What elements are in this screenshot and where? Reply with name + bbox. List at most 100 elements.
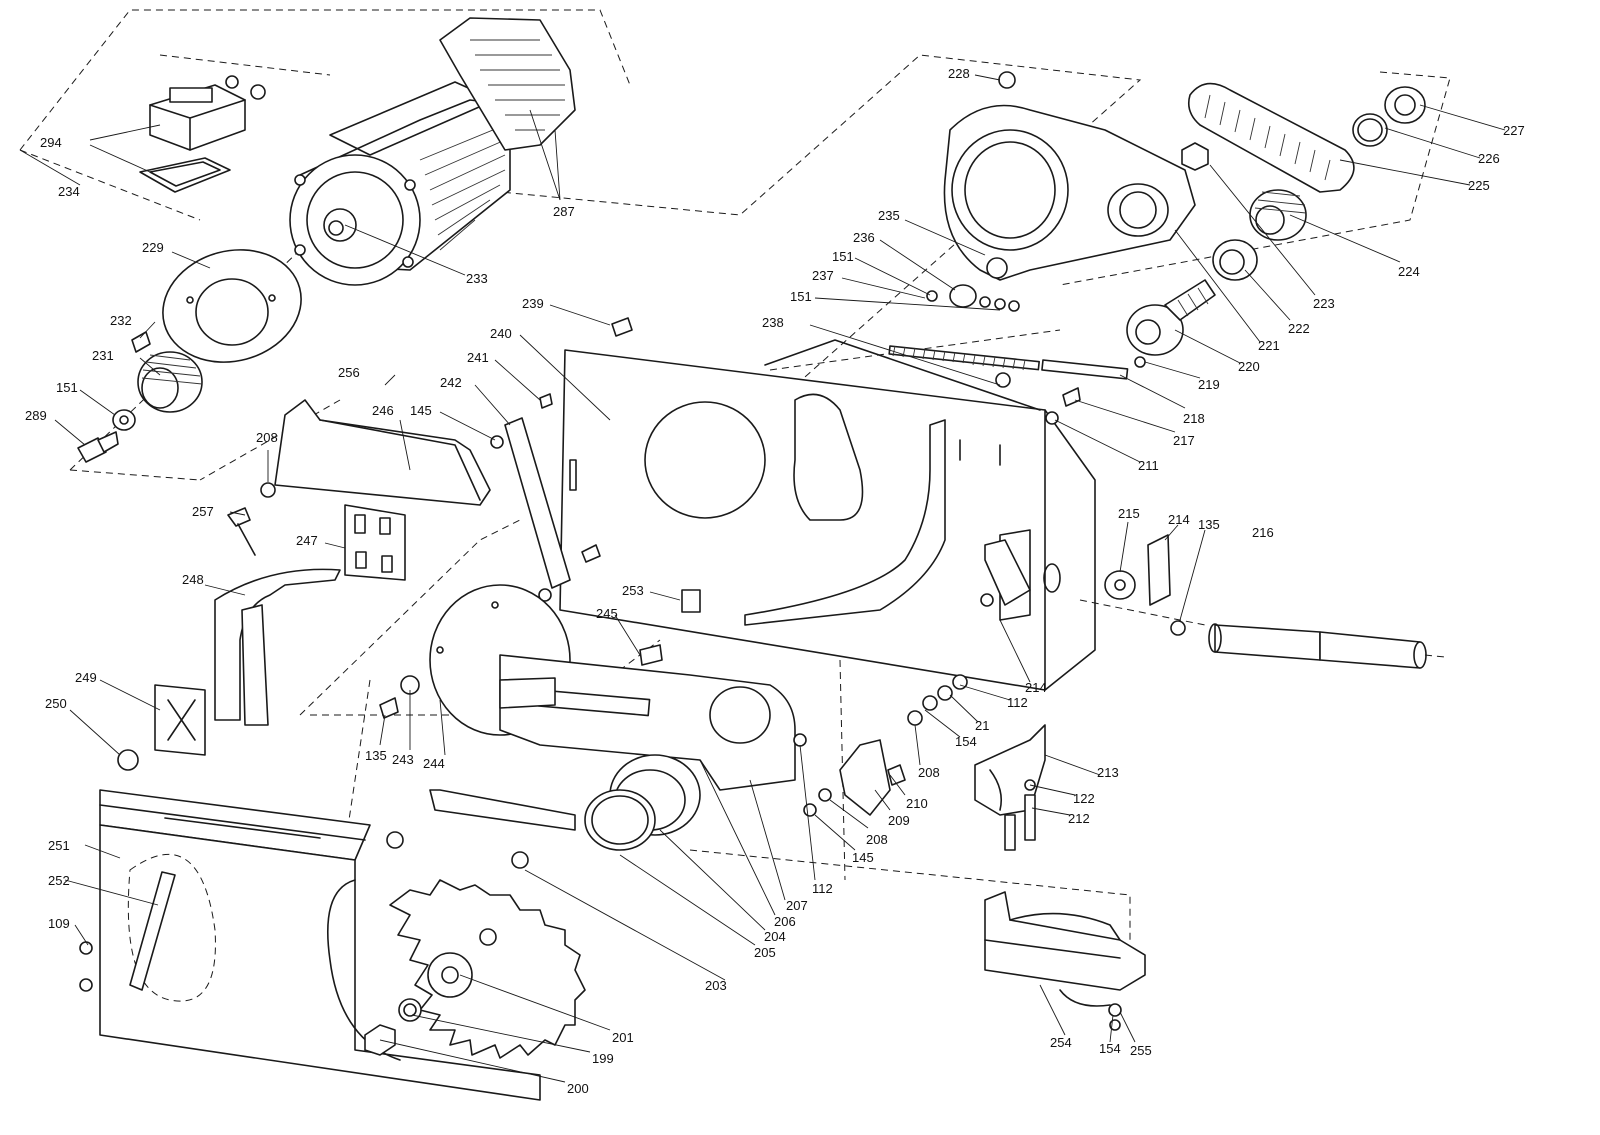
guard-group-outline [689, 849, 1131, 940]
callout-231: 231 [92, 348, 114, 363]
callout-217: 217 [1173, 433, 1195, 448]
callout-135-left: 135 [365, 748, 387, 763]
callout-112-right: 112 [1007, 695, 1028, 710]
nut-223 [1181, 142, 1209, 171]
callout-228: 228 [948, 66, 970, 81]
callout-219: 219 [1198, 377, 1220, 392]
callout-245: 245 [596, 606, 618, 621]
callout-200: 200 [567, 1081, 589, 1096]
callout-255: 255 [1130, 1043, 1152, 1058]
callout-294: 294 [40, 135, 62, 150]
callout-237: 237 [812, 268, 834, 283]
callout-212: 212 [1068, 811, 1090, 826]
spacer-215 [1104, 570, 1136, 600]
callout-246: 246 [372, 403, 394, 418]
callout-145-lower: 145 [852, 850, 874, 865]
base-bracket [984, 891, 1146, 1031]
arbor-washers [364, 998, 422, 1056]
bolt-217 [1045, 387, 1081, 425]
link-bar-204 [386, 733, 807, 869]
leader-lines [19, 74, 1506, 1083]
callout-239: 239 [522, 296, 544, 311]
motor-flange [162, 249, 302, 363]
callout-226: 226 [1478, 151, 1500, 166]
callout-151-left: 151 [56, 380, 78, 395]
guard-clamp [117, 684, 206, 771]
callout-241: 241 [467, 350, 489, 365]
callout-242: 242 [440, 375, 462, 390]
callout-223: 223 [1313, 296, 1335, 311]
callout-221: 221 [1258, 338, 1280, 353]
callout-151-upper: 151 [832, 249, 854, 264]
saw-blade [389, 879, 586, 1059]
callout-289: 289 [25, 408, 47, 423]
belt-group-outline [1059, 71, 1451, 286]
callout-151-mid: 151 [790, 289, 812, 304]
tilt-arm-242 [504, 417, 571, 602]
callout-154-lower: 154 [1099, 1041, 1121, 1056]
main-frame [559, 339, 1096, 691]
callout-21: 21 [975, 718, 989, 733]
frame-hardware [490, 317, 701, 613]
switch-box [149, 75, 266, 151]
tube-rail [1079, 599, 1446, 669]
spindle-220 [1126, 279, 1216, 368]
pulley-224 [1249, 189, 1307, 241]
ring-222 [1212, 239, 1258, 281]
callout-215: 215 [1118, 506, 1140, 521]
callout-211: 211 [1138, 458, 1159, 473]
callout-224: 224 [1398, 264, 1420, 279]
bracket-213 [974, 724, 1046, 816]
lever-257 [227, 507, 256, 556]
callout-234: 234 [58, 184, 80, 199]
callout-216: 216 [1252, 525, 1274, 540]
callout-204: 204 [764, 929, 786, 944]
callout-208-upper: 208 [256, 430, 278, 445]
clamp-rings [584, 754, 701, 851]
callout-208-center: 208 [918, 765, 940, 780]
callout-199: 199 [592, 1051, 614, 1066]
motor-group-outline [19, 9, 631, 221]
callout-220: 220 [1238, 359, 1260, 374]
callout-222: 222 [1288, 321, 1310, 336]
callout-238: 238 [762, 315, 784, 330]
callout-253: 253 [622, 583, 644, 598]
callout-256: 256 [338, 365, 360, 380]
bolts-212 [1004, 794, 1036, 851]
callout-225: 225 [1468, 178, 1490, 193]
callout-232: 232 [110, 313, 132, 328]
motor-fan-cover [439, 17, 576, 151]
callout-145-upper: 145 [410, 403, 432, 418]
saw-table [79, 789, 541, 1101]
drive-belt [1187, 82, 1355, 193]
callout-227: 227 [1503, 123, 1525, 138]
guard-bolts [379, 644, 663, 719]
upper-guard [260, 399, 491, 506]
callout-254: 254 [1050, 1035, 1072, 1050]
small-hardware-left [77, 331, 151, 463]
callout-214-upper: 214 [1168, 512, 1190, 527]
switch-plate [139, 157, 231, 193]
callout-229: 229 [142, 240, 164, 255]
motor [289, 81, 511, 286]
callout-218: 218 [1183, 411, 1205, 426]
callout-labels: 294 234 229 233 287 232 231 151 289 256 … [25, 66, 1525, 1096]
callout-257: 257 [192, 504, 214, 519]
motor-pulley [137, 351, 203, 413]
lower-guard-plate [214, 568, 341, 726]
callout-203: 203 [705, 978, 727, 993]
guard-mount-bracket [344, 504, 406, 581]
callout-235: 235 [878, 208, 900, 223]
rings-226-227 [1352, 86, 1426, 147]
callout-201: 201 [612, 1030, 634, 1045]
callout-112-lower: 112 [812, 881, 833, 896]
callout-206: 206 [774, 914, 796, 929]
callout-243: 243 [392, 752, 414, 767]
callout-205: 205 [754, 945, 776, 960]
callout-154-center: 154 [955, 734, 977, 749]
lead-screw-238 [888, 345, 1129, 388]
callout-135-right: 135 [1198, 517, 1220, 532]
callout-240: 240 [490, 326, 512, 341]
